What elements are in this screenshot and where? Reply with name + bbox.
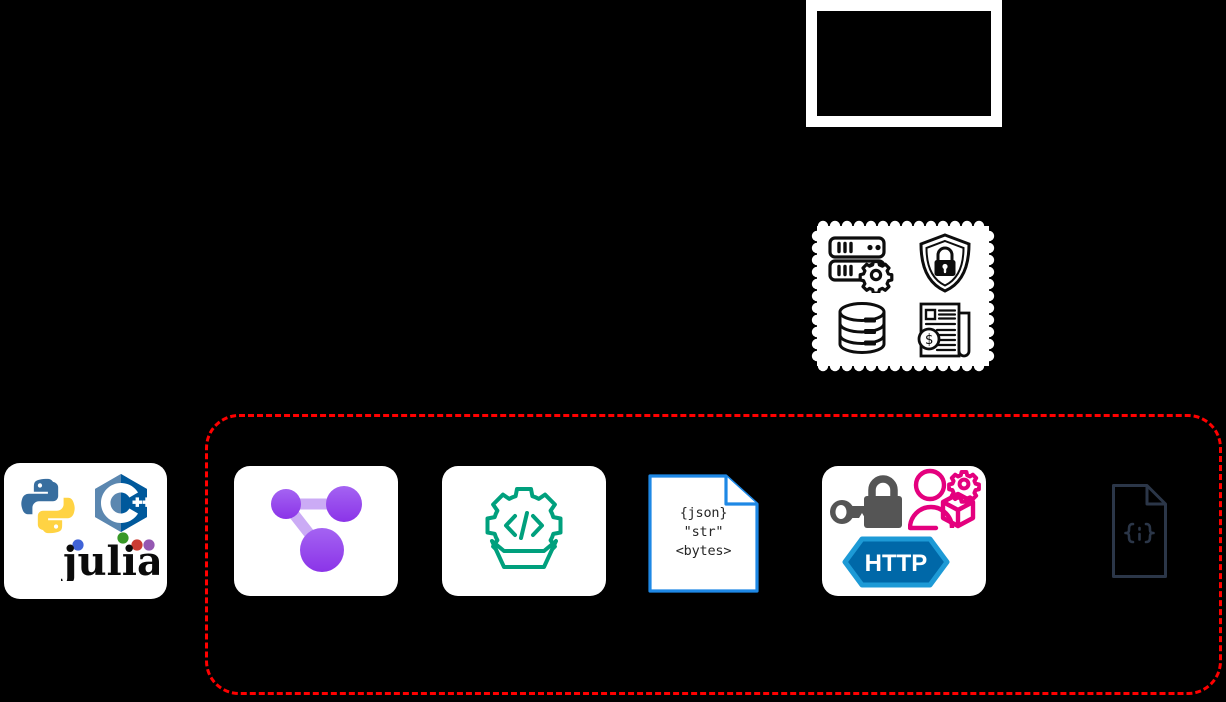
programming-languages-tile[interactable]: julia <box>4 463 167 599</box>
gear-code-icon <box>476 483 572 580</box>
connected-nodes-icon <box>264 482 368 581</box>
http-badge: HTTP <box>842 536 950 593</box>
code-gear-tile[interactable] <box>442 466 606 596</box>
http-badge-label: HTTP <box>865 550 928 577</box>
code-file-document <box>1111 483 1168 579</box>
key-padlock-icon <box>828 474 904 541</box>
julia-logo: julia <box>60 531 162 585</box>
empty-framed-rectangle <box>806 0 1002 127</box>
user-gear-cube-icon <box>907 468 982 549</box>
empty-framed-rectangle-interior <box>817 11 991 116</box>
julia-wordmark: julia <box>61 538 159 581</box>
serialized-data-document-sheet <box>648 474 759 593</box>
server-gear-icon <box>820 229 903 296</box>
database-icon <box>820 296 903 363</box>
svg-text:$: $ <box>924 332 932 348</box>
serialized-data-text: {json} "str" <bytes> <box>675 505 732 559</box>
shield-lock-icon <box>903 229 986 296</box>
dashed-boundary <box>205 414 1222 695</box>
infrastructure-stamp-card: $ <box>811 220 995 372</box>
serialized-data-document: {json} "str" <bytes> <box>648 474 759 593</box>
python-logo <box>17 475 79 537</box>
security-api-tile[interactable]: HTTP <box>822 466 986 596</box>
cplusplus-logo <box>89 471 153 535</box>
graph-nodes-tile[interactable] <box>234 466 398 596</box>
invoice-dollar-icon: $ <box>903 296 986 363</box>
